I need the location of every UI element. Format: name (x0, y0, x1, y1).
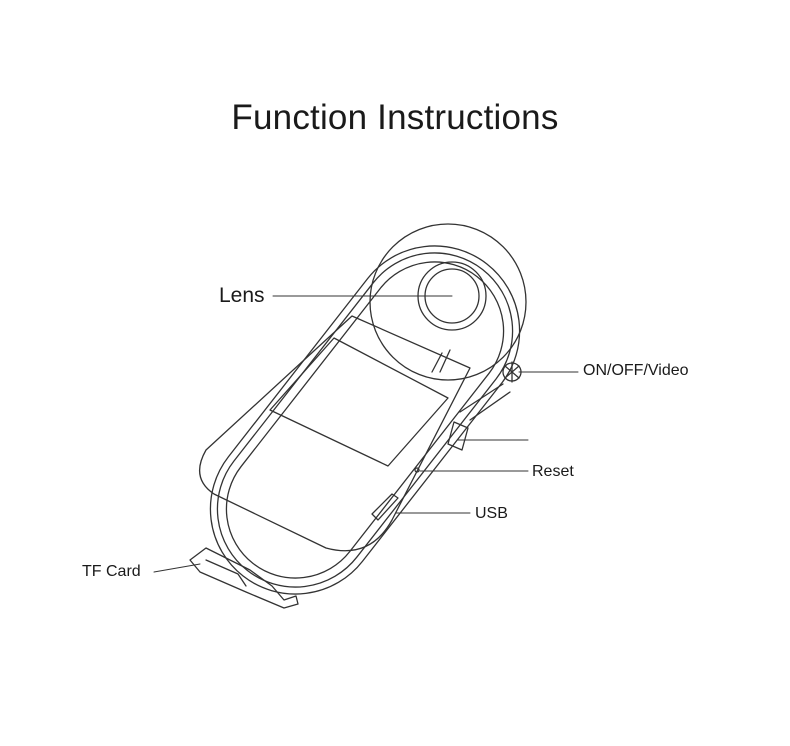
usb-label: USB (475, 505, 508, 522)
reset-label: Reset (532, 463, 574, 480)
callout-lines (153, 295, 579, 573)
screen (269, 337, 449, 467)
front-panel (198, 315, 471, 552)
tf-card-label: TF Card (82, 563, 141, 580)
lens-label: Lens (219, 284, 265, 307)
tf-card-slot (189, 547, 299, 609)
page-title: Function Instructions (231, 98, 559, 137)
on-off-video-label: ON/OFF/Video (583, 362, 689, 379)
device-body (209, 245, 521, 595)
side-details (371, 361, 522, 521)
